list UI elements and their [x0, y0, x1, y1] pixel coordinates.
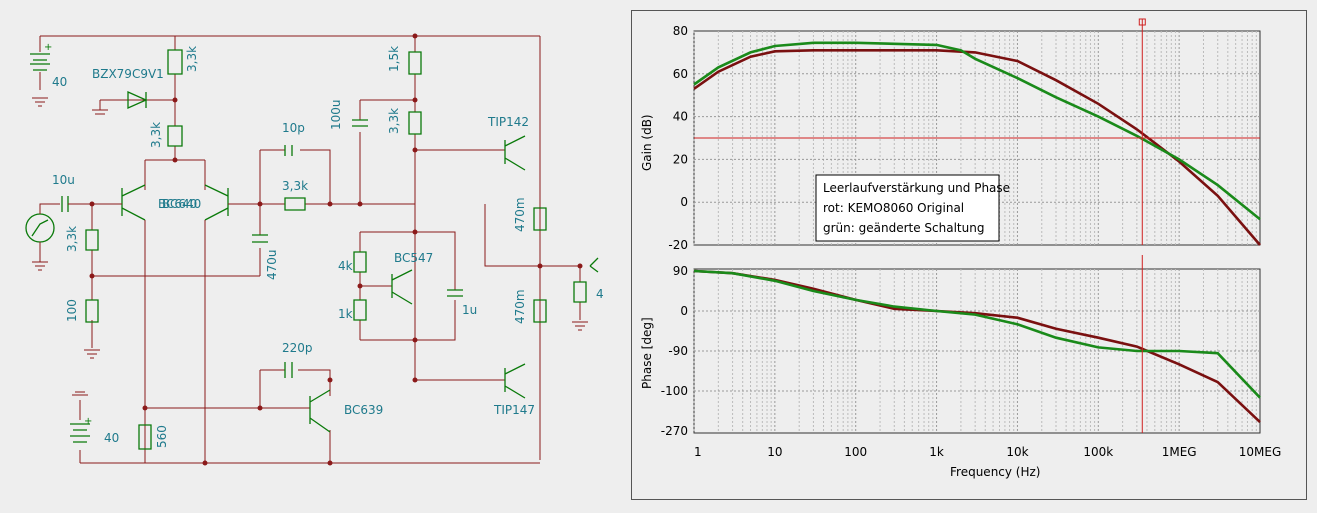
c-comp-label: 10p — [282, 121, 305, 135]
gain-tick-label: -20 — [668, 238, 688, 252]
frequency-tick-label: 1MEG — [1162, 445, 1197, 459]
bode-plot: 80 60 40 20 0 -20 90 0 -90 -100 -270 1 10 100 1k 10k 10… — [640, 18, 1281, 479]
gain-tick-label: 80 — [673, 24, 688, 38]
circuit-schematic: + 40 3,3k 3,3k BZX79C9V1 BC640 BC640 10u… — [25, 33, 604, 466]
frequency-tick-label: 10 — [767, 445, 782, 459]
battery-bottom: + 40 — [70, 391, 119, 463]
zener-diode — [92, 90, 148, 115]
c-feedback-label: 470u — [265, 249, 279, 280]
frequency-tick-label: 1 — [694, 445, 702, 459]
gain-tick-label: 0 — [680, 195, 688, 209]
phase-tick-label: 90 — [673, 264, 688, 278]
series-line — [693, 269, 1261, 399]
svg-text:+: + — [44, 42, 52, 53]
signal-source — [25, 203, 60, 271]
cursor-marker-icon — [1138, 18, 1146, 26]
c-input-label: 10u — [52, 173, 75, 187]
c-decoupling-label: 100u — [329, 99, 343, 130]
diff-pair-label-overlap: BC640 — [162, 197, 201, 211]
r-feedback-label: 3,3k — [282, 179, 308, 193]
diff-pair-label: BC640 — [158, 197, 197, 211]
gain-axis-label: Gain (dB) — [640, 114, 654, 171]
frequency-axis-label: Frequency (Hz) — [950, 465, 1041, 479]
r-top-left-label: 3,3k — [185, 46, 199, 72]
zener-label: BZX79C9V1 — [92, 67, 164, 81]
r-input-label: 3,3k — [65, 226, 79, 252]
legend-line-2: rot: KEMO8060 Original — [823, 201, 964, 215]
phase-tick-label: -90 — [668, 344, 688, 358]
r-vbe-top-label: 4k — [338, 259, 353, 273]
out-upper-label: TIP142 — [487, 115, 529, 129]
r-mid-left-label: 3,3k — [149, 122, 163, 148]
gain-tick-label: 20 — [673, 152, 688, 166]
load-label: 4 — [596, 287, 604, 301]
vas-transistor-label: BC639 — [344, 403, 383, 417]
r-emitter-top-label: 470m — [513, 197, 527, 232]
r-mid-right-label: 3,3k — [387, 108, 401, 134]
phase-tick-label: 0 — [680, 304, 688, 318]
bode-plot-panel: 80 60 40 20 0 -20 90 0 -90 -100 -270 1 10 100 1k 10k 10… — [631, 10, 1307, 500]
frequency-tick-label: 10MEG — [1239, 445, 1282, 459]
gain-tick-label: 40 — [673, 110, 688, 124]
frequency-tick-label: 1k — [929, 445, 944, 459]
phase-tick-label: -100 — [661, 384, 688, 398]
phase-axis-label: Phase [deg] — [640, 317, 654, 389]
legend-box: Leerlaufverstärkung und Phase rot: KEMO8… — [815, 174, 1010, 242]
c-miller-label: 220p — [282, 341, 313, 355]
phase-tick-label: -270 — [661, 424, 688, 438]
series-line — [693, 41, 1261, 221]
frequency-tick-label: 100 — [844, 445, 867, 459]
vbe-transistor-label: BC547 — [394, 251, 433, 265]
legend-line-1: Leerlaufverstärkung und Phase — [823, 181, 1010, 195]
frequency-tick-label: 100k — [1083, 445, 1113, 459]
c-vbe-label: 1u — [462, 303, 477, 317]
out-lower-label: TIP147 — [493, 403, 535, 417]
r-top-right-label: 1,5k — [387, 46, 401, 72]
legend-line-3: grün: geänderte Schaltung — [823, 221, 984, 235]
supply-top-label: 40 — [52, 75, 67, 89]
gain-tick-label: 60 — [673, 67, 688, 81]
phase-plot-area: 90 0 -90 -100 -270 1 10 100 1k 10k 100k 1MEG 10MEG — [661, 255, 1281, 459]
r-tail-label: 560 — [155, 425, 169, 448]
r-emitter-bottom-label: 470m — [513, 289, 527, 324]
frequency-tick-label: 10k — [1006, 445, 1028, 459]
svg-text:+: + — [84, 416, 92, 427]
r-vbe-bottom-label: 1k — [338, 307, 353, 321]
battery-top: + 40 — [30, 36, 67, 107]
r-bias-label: 100 — [65, 299, 79, 322]
supply-bottom-label: 40 — [104, 431, 119, 445]
